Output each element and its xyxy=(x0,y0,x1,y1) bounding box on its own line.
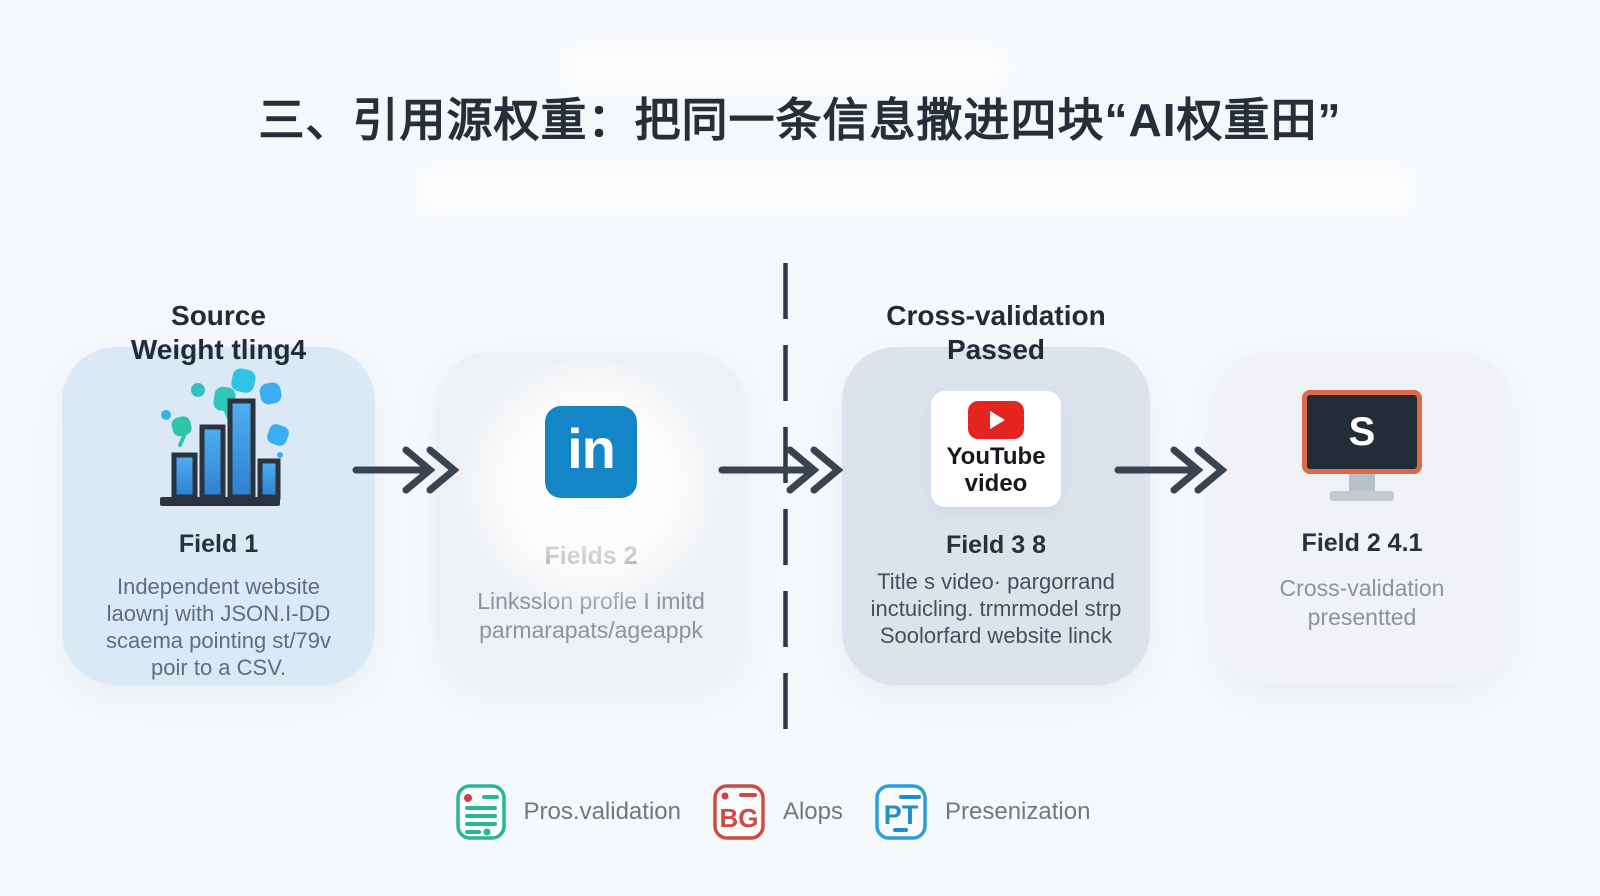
monitor-screen: S xyxy=(1302,390,1422,474)
legend-item-presenization: PT Presenization xyxy=(873,782,1090,842)
card4-description: Cross-validation presentted xyxy=(1279,575,1445,630)
legend-item-alops: BG Alops xyxy=(711,782,843,842)
youtube-play-icon xyxy=(968,401,1024,439)
flow-arrow-icon-3 xyxy=(1114,446,1228,494)
card-field-1: Field 1 Independent website laownj with … xyxy=(62,347,375,685)
monitor-base xyxy=(1330,491,1394,501)
svg-text:PT: PT xyxy=(884,800,919,830)
card-field-3: YouTube video Field 3 8 Title s video· p… xyxy=(842,347,1150,685)
page-title-main: 三、引用源权重：把同一条信息撒进四块 xyxy=(258,94,1105,146)
page-title: 三、引用源权重：把同一条信息撒进四块“AI权重田” xyxy=(0,94,1600,146)
card3-description: Title s video· pargorrand inctuicling. t… xyxy=(870,569,1122,648)
monitor-stand xyxy=(1349,474,1375,491)
youtube-tile: YouTube video xyxy=(931,391,1061,507)
legend-label: Pros.validation xyxy=(523,798,681,825)
card1-title: Field 1 xyxy=(178,530,259,558)
legend-item-validation: Pros.validation xyxy=(454,782,681,842)
pt-badge-icon: PT xyxy=(875,784,927,840)
card-field-4: S Field 2 4.1 Cross-validation presentte… xyxy=(1212,352,1512,684)
ghost-text-band-subtitle xyxy=(415,166,1415,216)
card2-description: Linksslon profle I imitd parmarapats/age… xyxy=(477,588,705,643)
card4-title: Field 2 4.1 xyxy=(1301,529,1423,557)
document-checklist-icon xyxy=(455,784,506,840)
card-field-2: in Fields 2 Linksslon profle I imitd par… xyxy=(436,352,746,684)
bg-badge-icon: BG xyxy=(713,784,765,840)
legend: Pros.validation BG Alops PT Presenizatio… xyxy=(0,782,1544,842)
flow-arrow-icon-2 xyxy=(718,446,844,494)
card1-description: Independent website laownj with JSON.I-D… xyxy=(105,574,332,680)
dashed-divider-line xyxy=(783,263,788,735)
flow-arrow-icon-1 xyxy=(352,446,460,494)
card3-title: Field 3 8 xyxy=(945,531,1047,559)
youtube-caption: YouTube video xyxy=(946,443,1046,497)
linkedin-icon: in xyxy=(545,406,637,498)
card1-overline: Source Weight tling4 xyxy=(130,300,307,365)
bar-chart-confetti-icon xyxy=(130,363,308,520)
svg-text:BG: BG xyxy=(719,803,758,833)
legend-label: Alops xyxy=(782,798,844,825)
ghost-text-band-top xyxy=(560,46,1010,92)
card2-title: Fields 2 xyxy=(544,542,638,570)
legend-label: Presenization xyxy=(945,798,1091,825)
monitor-icon: S xyxy=(1302,390,1422,501)
card3-overline: Cross-validation Passed xyxy=(886,300,1106,365)
page-title-quoted: “AI权重田” xyxy=(1104,94,1342,146)
